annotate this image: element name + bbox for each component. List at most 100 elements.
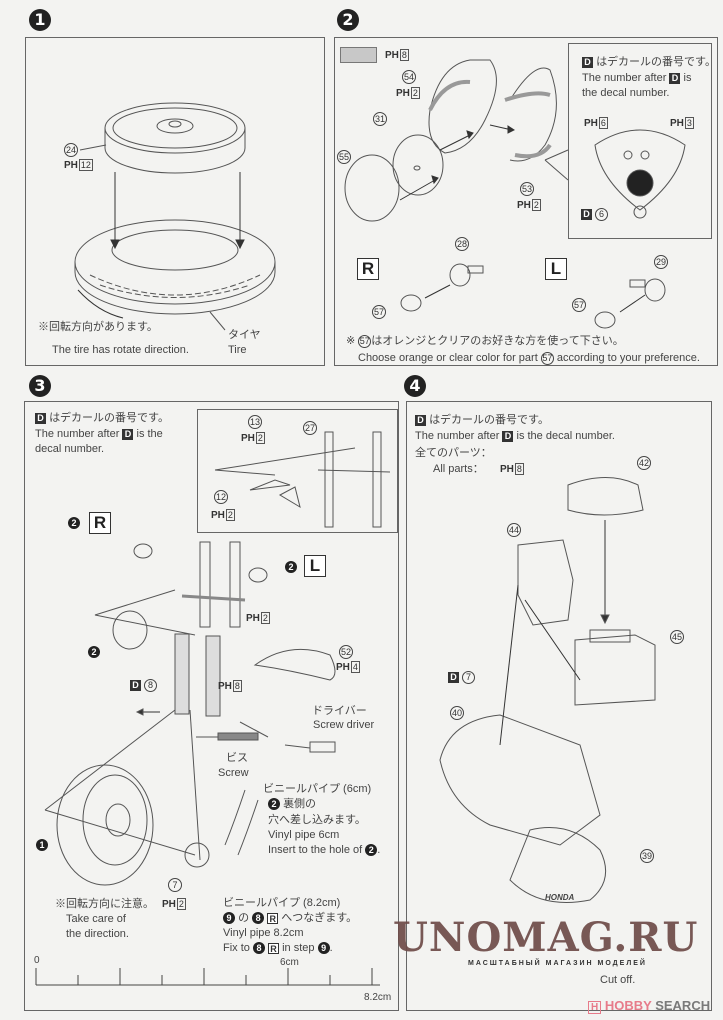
paint-number: 8 — [232, 680, 242, 692]
decal-number: 6 — [595, 207, 609, 221]
part-12-label: 12 — [214, 490, 228, 504]
decal-number: 8 — [144, 678, 158, 692]
ph-prefix: PH — [584, 118, 598, 129]
decal-icon: D — [130, 679, 141, 691]
right-side-label: R — [357, 258, 379, 280]
orange-clear-note-en: Choose orange or clear color for part 57… — [358, 351, 700, 365]
pipe-text: の — [238, 912, 250, 924]
turn-signals-drawing — [400, 263, 666, 329]
decal-icon: D — [448, 671, 459, 683]
decal-note-line2: The number after D is the — [35, 427, 163, 441]
step-ref: 8 — [252, 942, 265, 955]
unomag-watermark: UNOMAG.RU — [393, 914, 699, 961]
part-42-label: 42 — [637, 456, 651, 470]
paint-number: 2 — [260, 612, 270, 624]
ref-2-left: 2 — [285, 560, 297, 574]
part-57-right-label: 57 — [372, 305, 386, 319]
decal-note-text: is the decal number. — [516, 430, 615, 442]
paint-number: 8 — [514, 463, 524, 475]
decal-note-text: The number after — [35, 428, 120, 440]
direction-note-en-1: Take care of — [66, 913, 126, 925]
part-52-label: 52 — [339, 645, 353, 659]
step-4-number: 4 — [404, 375, 426, 397]
ruler — [35, 968, 380, 986]
pipe6-en-1: Vinyl pipe 6cm — [268, 829, 340, 841]
step-4-panel — [406, 401, 712, 1011]
decal-note-text: はデカールの番号です。 — [49, 412, 169, 424]
all-parts-jp: 全てのパーツ： — [415, 447, 492, 459]
ref-2-right: 2 — [68, 516, 80, 530]
step-ref: 2 — [285, 561, 297, 574]
step-ref: 1 — [36, 839, 48, 852]
engine-brand-mark: HONDA — [545, 893, 575, 902]
paint-number: 2 — [410, 87, 420, 99]
tire-label-jp: タイヤ — [228, 329, 261, 341]
pipe6-jp-1: ビニールパイプ (6cm) — [263, 783, 372, 795]
screwdriver-label-jp: ドライバー — [312, 705, 367, 717]
step-1-panel — [25, 37, 325, 366]
note-text: Choose orange or clear color for part — [358, 352, 538, 364]
ref-2-headlight: 2 — [88, 645, 100, 659]
step-ref: 2 — [365, 844, 378, 857]
step-ref: 9 — [317, 942, 330, 955]
screw-label-en: Screw — [218, 767, 249, 779]
step-2-number: 2 — [337, 9, 359, 31]
decal-icon: D — [122, 428, 134, 440]
decal-6-label: D 6 — [581, 207, 609, 221]
part-29-label: 29 — [654, 255, 668, 269]
paint-number: 2 — [176, 898, 186, 910]
note-text: はオレンジとクリアのお好きな方を使って下さい。 — [371, 335, 624, 347]
left-side-label: L — [304, 555, 326, 577]
paint-number: 3 — [684, 117, 694, 129]
decal-note-line1: D はデカールの番号です。 — [415, 413, 549, 427]
part-44-label: 44 — [507, 523, 521, 537]
ruler-start-label: 0 — [34, 955, 40, 966]
part-54-label: 54 — [402, 70, 416, 84]
all-parts-en: All parts： — [433, 463, 484, 475]
step-ref: 2 — [88, 646, 100, 659]
pipe82-jp-2: 9 の 8 R へつなぎます。 — [223, 911, 357, 925]
decal-icon: D — [415, 414, 426, 426]
step-2-panel — [334, 37, 718, 366]
ph-prefix: PH — [162, 899, 176, 910]
rotate-note-jp: ※回転方向があります。 — [38, 321, 158, 333]
part-55-label: 55 — [337, 150, 351, 164]
ruler-6cm-label: 6cm — [280, 957, 299, 968]
decal-icon: D — [35, 412, 46, 424]
paint-number: 6 — [598, 117, 608, 129]
right-side-label: R — [89, 512, 111, 534]
rotate-note-en: The tire has rotate direction. — [52, 344, 189, 356]
decal-note-text: はデカールの番号です。 — [429, 414, 549, 426]
headlight-drawing — [344, 59, 557, 222]
right-ref: R — [267, 912, 279, 924]
ph-prefix: PH — [218, 681, 232, 692]
decal-icon: D — [502, 430, 514, 442]
hobby-text: HOBBY — [604, 998, 652, 1013]
part-13-label: 13 — [248, 415, 262, 429]
search-text: SEARCH — [655, 998, 711, 1013]
decal-note-text: is — [683, 72, 692, 84]
paint-number: 2 — [255, 432, 265, 444]
paint-number: 2 — [531, 199, 541, 211]
step-1-number: 1 — [29, 9, 51, 31]
decal-icon: D — [669, 72, 681, 84]
part-57-left-label: 57 — [572, 298, 586, 312]
step1-arrows — [110, 172, 245, 250]
pipe-text: in step — [282, 942, 315, 954]
part-7-label: 7 — [168, 878, 182, 892]
pipe-text: Insert to the hole of — [268, 844, 363, 856]
hobby-search-logo: H HOBBY SEARCH — [588, 998, 711, 1014]
ph-prefix: PH — [396, 88, 410, 99]
tire-label-en: Tire — [228, 344, 247, 356]
inset-fork-drawing — [214, 431, 391, 528]
